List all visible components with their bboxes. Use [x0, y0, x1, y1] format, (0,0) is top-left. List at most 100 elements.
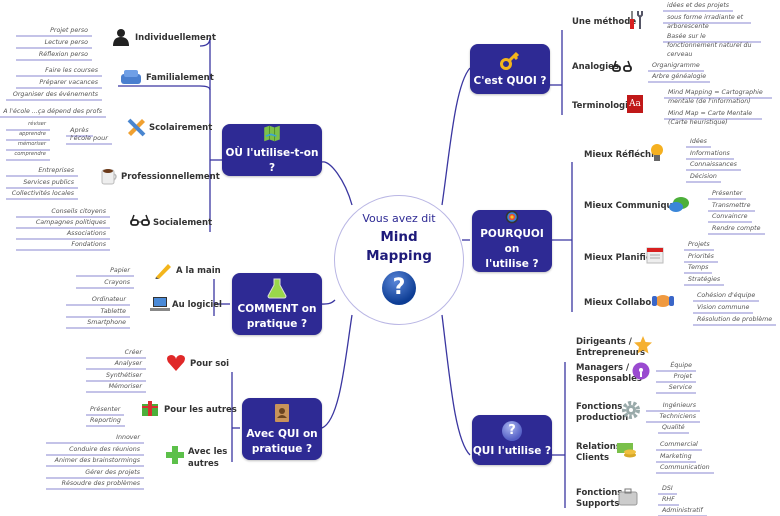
dictionary-icon: Aa [627, 95, 643, 113]
leaf: Connaissances [690, 161, 737, 168]
leaf: Tablette [100, 308, 126, 315]
node-cest-quoi[interactable]: C'est QUOI ? [470, 44, 550, 94]
leaf: Temps [688, 264, 709, 271]
heart-icon [167, 355, 185, 371]
leaf: apprendre [19, 131, 46, 137]
branch-dirigeants-line1[interactable]: Dirigeants / [576, 337, 632, 347]
branch-socialement[interactable]: Socialement [153, 218, 213, 228]
leaf: Présenter [712, 190, 743, 197]
leaf: Animer des brainstormings [54, 457, 140, 464]
gift-icon [142, 401, 158, 416]
branch-mieux-communiquer[interactable]: Mieux Communiquer [584, 201, 683, 211]
node-pourquoi[interactable]: POURQUOI on l'utilise ? [472, 210, 552, 272]
leaf: DSI [662, 485, 673, 492]
leaf: Informations [690, 150, 730, 157]
branch-relations-clients-line1[interactable]: Relations [576, 442, 621, 452]
branch-avec-les-autres-line2[interactable]: autres [188, 459, 219, 469]
branch-avec-les-autres-line1[interactable]: Avec les [188, 447, 228, 457]
leaf: Ingénieurs [662, 402, 696, 409]
branch-relations-clients-line2[interactable]: Clients [576, 453, 610, 463]
branch-managers-line1[interactable]: Managers / [576, 363, 630, 373]
branch-au-logiciel[interactable]: Au logiciel [172, 300, 222, 310]
leaf: Crayons [104, 279, 130, 286]
central-title-line2: Mapping [366, 248, 432, 264]
leaf: Fondations [71, 241, 106, 248]
leaf: Lecture perso [44, 39, 88, 46]
leaf: Équipe [670, 362, 692, 369]
leaf: Associations [66, 230, 106, 237]
leaf: Administratif [662, 507, 703, 514]
leaf: Service [668, 384, 692, 391]
branch-scolairement[interactable]: Scolairement [149, 123, 213, 133]
branch-mieux-reflechir[interactable]: Mieux Réfléchir [584, 150, 659, 160]
leaf: Commercial [660, 441, 698, 448]
pencil-icon [155, 264, 171, 279]
leaf: Projet perso [50, 27, 88, 34]
leaf: Mind Mapping = Cartographie mentale (de … [668, 89, 763, 105]
leaf: Vision commune [697, 304, 750, 311]
branch-fonctions-supports-line1[interactable]: Fonctions [576, 488, 623, 498]
lightbulb-icon [651, 144, 663, 161]
branch-mieux-collaborer[interactable]: Mieux Collaborer [584, 298, 666, 308]
leaf: Cohésion d'équipe [697, 292, 756, 299]
leaf: Priorités [688, 253, 714, 260]
leaf: Campagnes politiques [35, 219, 106, 226]
sub-branch-apres-ecole-line1: Après [70, 126, 89, 134]
branch-une-methode[interactable]: Une méthode [572, 17, 637, 27]
node-avecqui-label-line2: pratique ? [251, 442, 313, 455]
node-ou-utilise[interactable]: OÙ l'utilise-t-on ? [222, 124, 322, 176]
branch-individuellement[interactable]: Individuellement [135, 33, 216, 43]
target-icon [505, 210, 519, 224]
branch-fonctions-production-line1[interactable]: Fonctions [576, 402, 623, 412]
leaf: Réflexion perso [38, 51, 88, 58]
branch-managers-line2[interactable]: Responsables [576, 374, 642, 384]
branch-professionnellement[interactable]: Professionnellement [121, 172, 220, 182]
branch-dirigeants-line2[interactable]: Entrepreneurs [576, 348, 646, 358]
node-pourquoi-label-line1: POURQUOI on [480, 228, 544, 255]
leaf: Projets [688, 241, 710, 248]
leaf: Basée sur le fonctionnement naturel du c… [667, 33, 752, 58]
central-topic[interactable]: Vous avez dit Mind Mapping ? [334, 195, 464, 325]
leaf: Smartphone [87, 319, 126, 326]
leaf: Organigramme [652, 62, 700, 69]
branch-a-la-main[interactable]: A la main [176, 266, 221, 276]
node-avecqui-label-line1: Avec QUI on [246, 427, 318, 440]
node-qui-utilise[interactable]: ? QUI l'utilise ? [472, 415, 552, 465]
star-icon [634, 336, 652, 354]
branch-familialement[interactable]: Familialement [146, 73, 214, 83]
tools-icon [630, 11, 643, 29]
briefcase-icon [618, 488, 638, 506]
leaf: Services publics [23, 179, 74, 186]
leaf: Collectivités locales [11, 190, 74, 197]
plus-icon [166, 446, 184, 464]
leaf: comprendre [14, 151, 46, 157]
branch-analogies[interactable]: Analogies [572, 62, 619, 72]
central-title-line1: Mind [380, 229, 418, 245]
leaf: Transmettre [712, 202, 751, 209]
branch-terminologie[interactable]: Terminologie [572, 101, 634, 111]
branch-mieux-planifier[interactable]: Mieux Planifier [584, 253, 656, 263]
node-qui-label: QUI l'utilise ? [472, 445, 552, 457]
branch-pour-les-autres[interactable]: Pour les autres [164, 405, 237, 415]
leaf: Organiser des événements [12, 91, 98, 98]
node-avec-qui[interactable]: Avec QUI on pratique ? [242, 398, 322, 460]
leaf: Marketing [660, 453, 692, 460]
node-pourquoi-label-line2: l'utilise ? [485, 258, 539, 270]
leaf: Projet [673, 373, 692, 380]
leaf: Conduire des réunions [69, 446, 140, 453]
address-book-icon [275, 403, 289, 422]
node-ou-label: OÙ l'utilise-t-on ? [225, 147, 319, 174]
leaf: Communication [660, 464, 710, 471]
branch-fonctions-supports-line2[interactable]: Supports [576, 499, 620, 509]
leaf: Papier [110, 267, 130, 274]
glasses-icon [130, 214, 150, 226]
branch-fonctions-production-line2[interactable]: production [576, 413, 629, 423]
coffee-cup-icon [101, 169, 117, 185]
leaf: sous forme irradiante et arborescente [667, 14, 744, 30]
branch-pour-soi[interactable]: Pour soi [190, 359, 230, 369]
glasses-icon [612, 60, 632, 72]
central-subtitle: Vous avez dit [362, 212, 436, 225]
key-icon [500, 51, 520, 70]
node-comment-pratique[interactable]: COMMENT on pratique ? [232, 273, 322, 335]
leaf: Convaincre [712, 213, 748, 220]
